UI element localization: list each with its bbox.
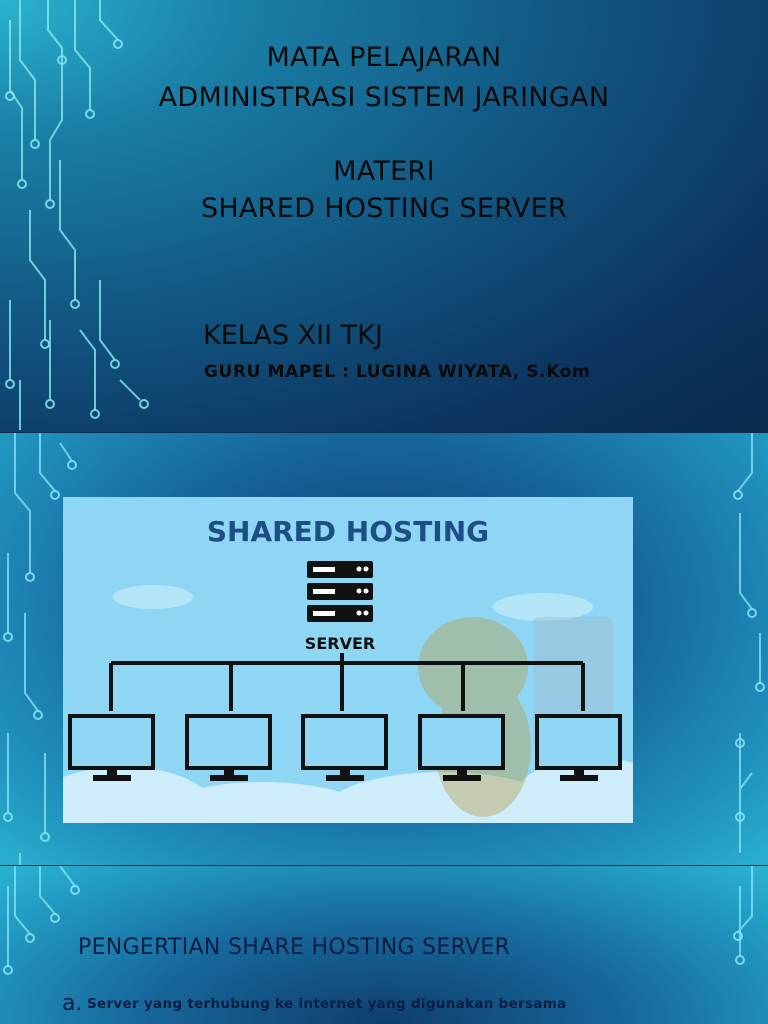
image-title: SHARED HOSTING bbox=[207, 515, 489, 548]
circuit-decoration bbox=[3, 866, 753, 975]
server-icon bbox=[307, 561, 373, 622]
monitor-icon bbox=[185, 714, 272, 781]
circuit-decoration bbox=[3, 433, 765, 865]
section-heading: PENGERTIAN SHARE HOSTING SERVER bbox=[78, 935, 511, 960]
class-label: KELAS XII TKJ bbox=[203, 320, 383, 351]
monitor-icon bbox=[68, 714, 155, 781]
network-lines bbox=[109, 653, 585, 711]
monitor-icon bbox=[301, 714, 388, 781]
bullet-marker: a. bbox=[62, 991, 83, 1016]
diagram-slide: SHARED HOSTING SERVER bbox=[0, 433, 768, 865]
subject-title: ADMINISTRASI SISTEM JARINGAN bbox=[158, 82, 610, 113]
circuit-decoration bbox=[5, 0, 149, 430]
shared-hosting-image: SHARED HOSTING SERVER bbox=[63, 497, 633, 823]
bullet-text: Server yang terhubung ke internet yang d… bbox=[87, 996, 567, 1012]
subject-label: MATA PELAJARAN bbox=[266, 42, 502, 73]
title-slide: MATA PELAJARAN ADMINISTRASI SISTEM JARIN… bbox=[0, 0, 768, 432]
monitor-icon bbox=[418, 714, 505, 781]
definition-slide bbox=[0, 866, 768, 1024]
teacher-label: GURU MAPEL : LUGINA WIYATA, S.Kom bbox=[204, 362, 591, 382]
monitor-icon bbox=[535, 714, 622, 781]
material-title: SHARED HOSTING SERVER bbox=[200, 193, 568, 224]
server-label: SERVER bbox=[305, 634, 375, 653]
material-label: MATERI bbox=[333, 156, 435, 187]
